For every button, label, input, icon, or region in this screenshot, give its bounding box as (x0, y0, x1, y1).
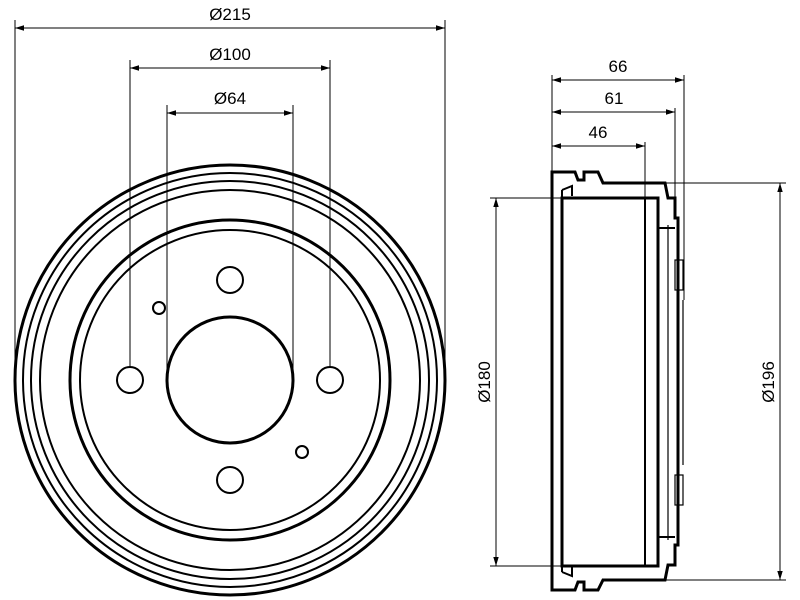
dim-label-outer-diameter: Ø215 (209, 5, 251, 24)
dimension-total-height: 66 (551, 57, 685, 300)
dim-label-outer-diameter-side: Ø196 (759, 361, 778, 403)
dim-label-inner-diameter: Ø180 (475, 361, 494, 403)
hub-ring (79, 229, 381, 531)
drum-profile-outline (550, 170, 680, 592)
rim-ring-3 (30, 180, 430, 580)
bolt-hole-top (216, 266, 244, 294)
hub-notch-1 (674, 259, 684, 291)
bolt-hole-left (116, 366, 144, 394)
hub-notch-2 (674, 474, 684, 506)
dim-label-total-height: 66 (609, 57, 628, 76)
bolt-hole-right (316, 366, 344, 394)
dimension-height-46: 46 (552, 123, 646, 198)
rim-ring-2 (22, 172, 438, 588)
side-view: 66 61 46 Ø180 Ø196 (475, 57, 786, 592)
dim-label-center-bore: Ø64 (214, 89, 246, 108)
drum-bore-wall (560, 196, 660, 568)
front-view: Ø215 Ø100 Ø64 (13, 5, 447, 597)
dimension-outer-diameter-side: Ø196 (665, 182, 786, 581)
dim-label-height-46: 46 (589, 123, 608, 142)
dimension-inner-diameter: Ø180 (475, 197, 562, 567)
center-bore (165, 315, 295, 445)
locating-hole-lower (295, 445, 309, 459)
dimension-outer-diameter: Ø215 (14, 5, 446, 380)
dimension-bolt-circle: Ø100 (129, 45, 331, 367)
dim-label-height-61: 61 (605, 89, 624, 108)
locating-hole-upper (152, 301, 166, 315)
dimension-center-bore: Ø64 (166, 89, 294, 380)
braking-surface-ring (68, 218, 392, 542)
rim-ring-4 (39, 189, 421, 571)
bolt-hole-bottom (216, 466, 244, 494)
dim-label-bolt-circle: Ø100 (209, 45, 251, 64)
